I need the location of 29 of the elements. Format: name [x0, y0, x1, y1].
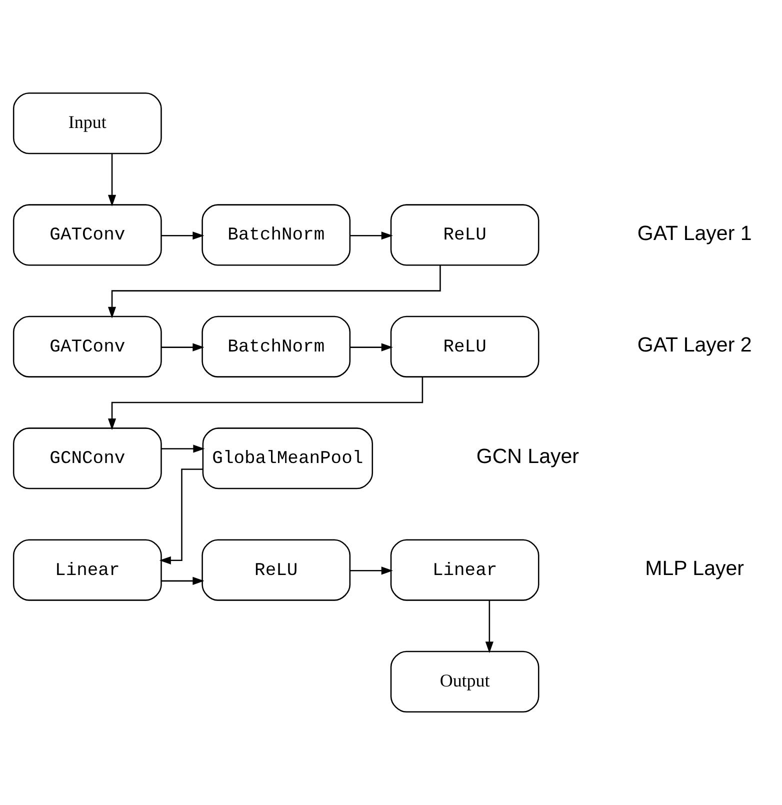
arrow [350, 232, 393, 240]
arrow [161, 343, 204, 352]
arrow [161, 576, 204, 585]
arrow [350, 343, 393, 352]
node-box: Input [12, 92, 162, 154]
node-box: Output [390, 650, 540, 712]
arrow [108, 376, 424, 430]
arrow [350, 566, 393, 575]
node-box: BatchNorm [202, 316, 351, 378]
node-box: GCNConv [12, 428, 162, 490]
label: GAT Layer 1 [637, 222, 752, 245]
node-box: BatchNorm [202, 204, 351, 266]
arrow [108, 154, 116, 206]
label: GCN Layer [476, 445, 580, 468]
arrow [108, 265, 441, 318]
node-box: Linear [390, 539, 540, 601]
node-box: ReLU [390, 316, 540, 378]
node-box: ReLU [390, 204, 540, 266]
node-box: ReLU [202, 539, 351, 601]
arrow [161, 232, 204, 240]
arrow [161, 444, 205, 453]
node-box: GATConv [12, 316, 162, 378]
label: GAT Layer 2 [637, 334, 752, 357]
node-box: GATConv [12, 204, 162, 266]
label: MLP Layer [645, 556, 744, 580]
arrow [159, 468, 203, 564]
arrow [485, 600, 494, 654]
node-box: GlobalMeanPool [202, 428, 374, 490]
node-box: Linear [12, 539, 162, 601]
